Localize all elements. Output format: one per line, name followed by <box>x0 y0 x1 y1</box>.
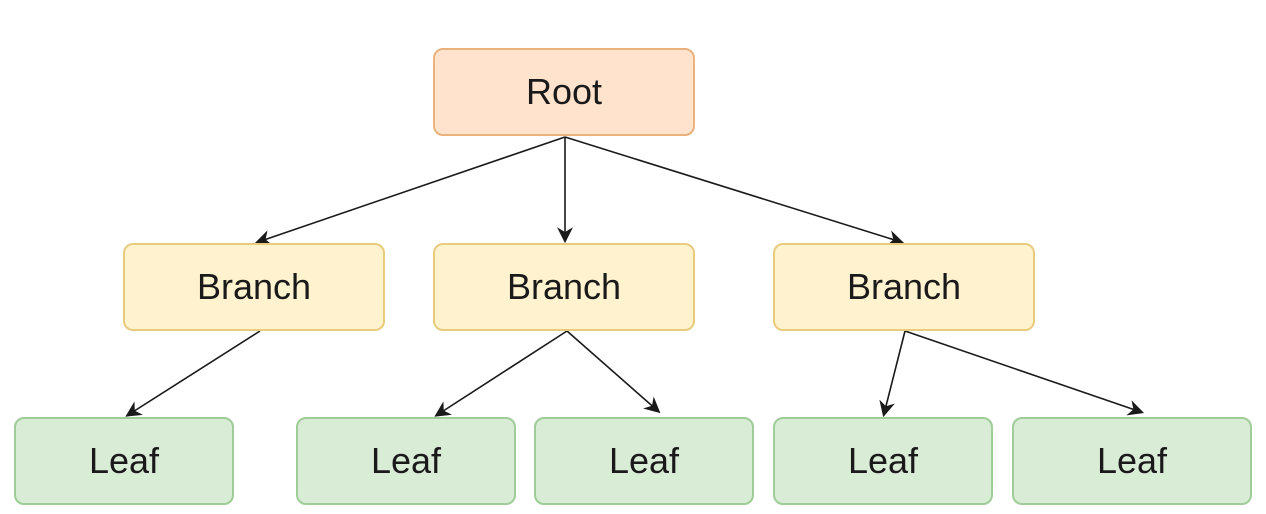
edge-branch-2-leaf-2 <box>434 330 568 417</box>
branch-node-1: Branch <box>123 243 385 331</box>
leaf-label: Leaf <box>88 440 160 481</box>
edge-branch-3-leaf-5 <box>904 330 1145 416</box>
branch-label: Branch <box>506 266 622 307</box>
leaf-label: Leaf <box>1096 440 1168 481</box>
branch-node-3: Branch <box>773 243 1035 331</box>
edge-root-branch-3 <box>564 136 905 246</box>
leaf-node-4: Leaf <box>773 417 993 505</box>
branch-label: Branch <box>846 266 962 307</box>
edge-branch-2-leaf-3 <box>566 330 661 414</box>
edge-root-branch-1 <box>254 136 566 246</box>
leaf-label: Leaf <box>847 440 919 481</box>
root-node: Root <box>433 48 695 136</box>
leaf-node-1: Leaf <box>14 417 234 505</box>
leaf-label: Leaf <box>608 440 680 481</box>
leaf-node-2: Leaf <box>296 417 516 505</box>
branch-label: Branch <box>196 266 312 307</box>
leaf-label: Leaf <box>370 440 442 481</box>
leaf-node-5: Leaf <box>1012 417 1252 505</box>
leaf-node-3: Leaf <box>534 417 754 505</box>
edge-branch-1-leaf-1 <box>125 330 261 417</box>
edge-branch-3-leaf-4 <box>879 330 906 418</box>
root-label: Root <box>525 71 603 112</box>
branch-node-2: Branch <box>433 243 695 331</box>
